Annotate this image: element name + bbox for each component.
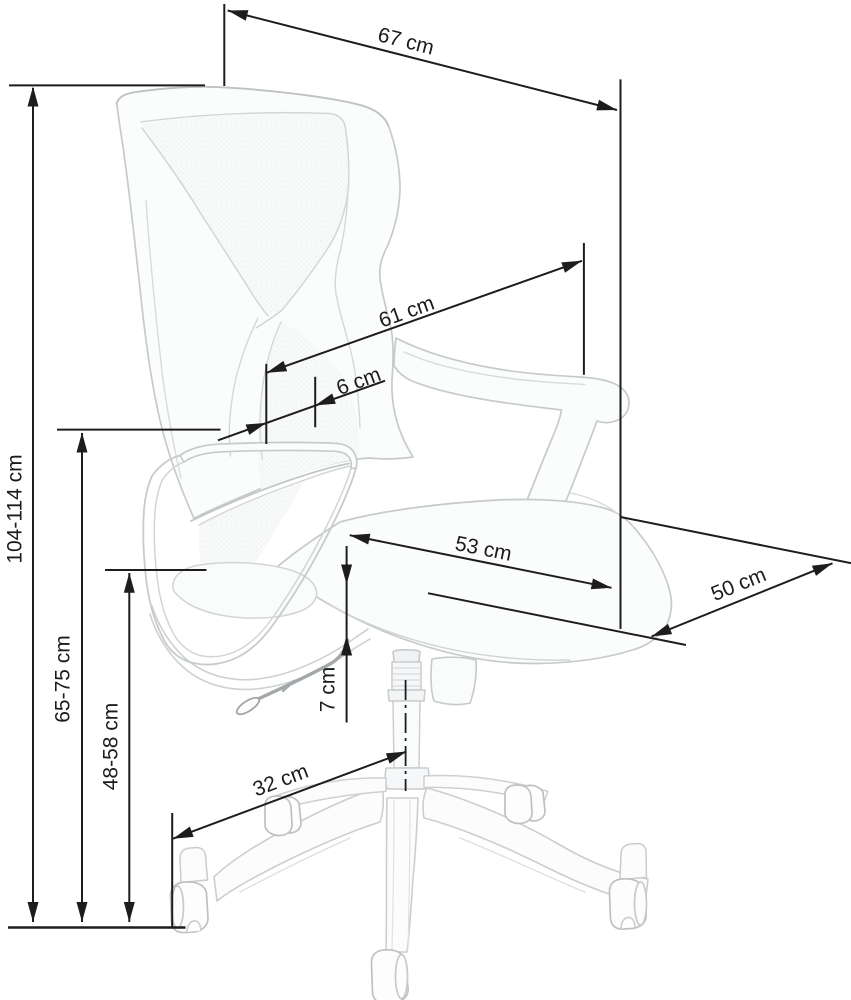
- svg-text:104-114 cm: 104-114 cm: [4, 454, 27, 563]
- svg-text:7 cm: 7 cm: [317, 667, 340, 713]
- svg-text:50 cm: 50 cm: [708, 563, 770, 606]
- svg-text:65-75 cm: 65-75 cm: [52, 635, 75, 723]
- svg-text:67 cm: 67 cm: [375, 23, 436, 59]
- svg-text:61 cm: 61 cm: [376, 292, 438, 333]
- svg-text:48-58 cm: 48-58 cm: [100, 703, 123, 791]
